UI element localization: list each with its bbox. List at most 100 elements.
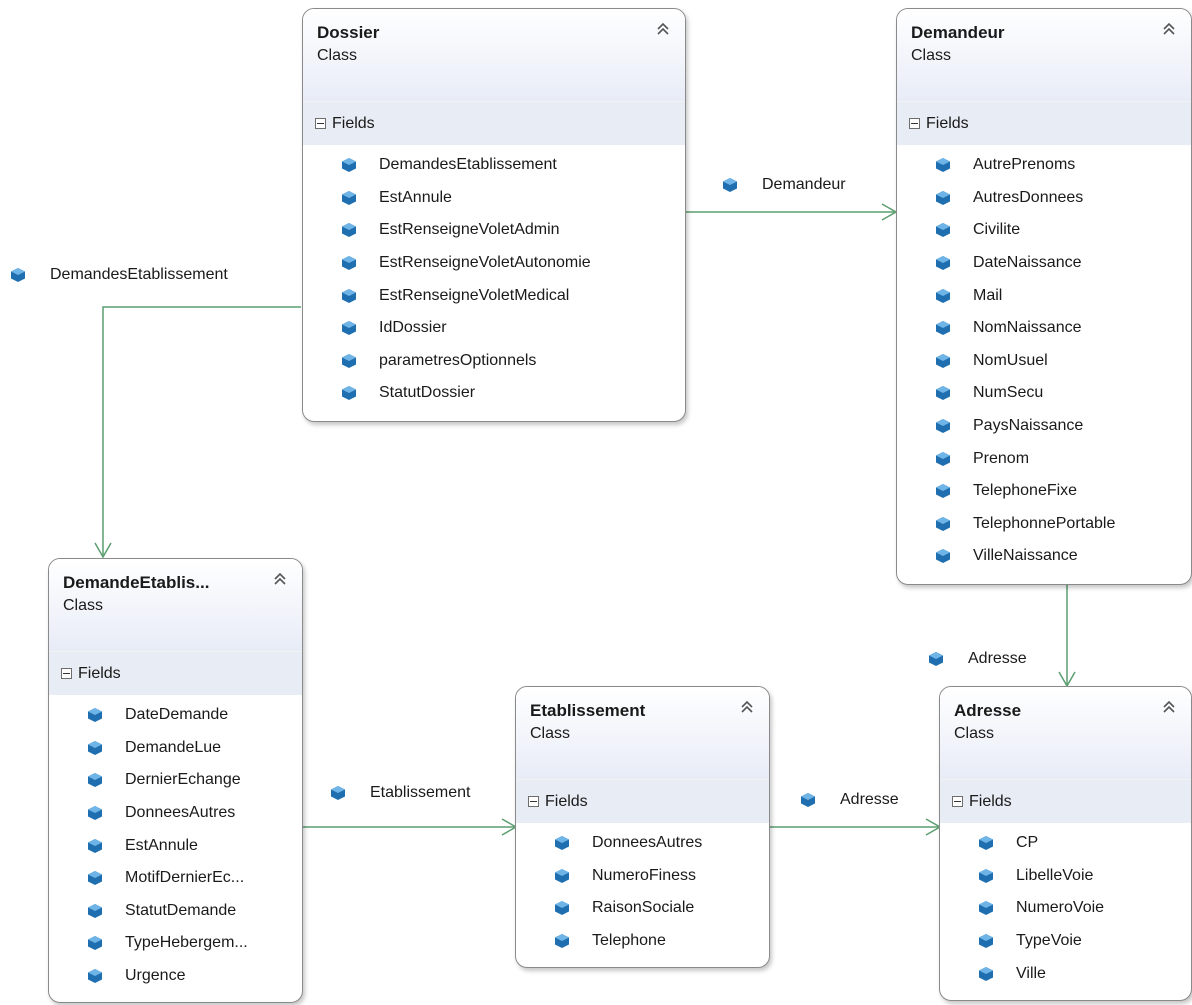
field-row[interactable]: EstRenseigneVoletMedical <box>341 279 685 312</box>
field-row[interactable]: TelephonnePortable <box>935 508 1191 541</box>
field-row[interactable]: AutresDonnees <box>935 182 1191 215</box>
field-icon <box>936 223 950 238</box>
field-row[interactable]: Urgence <box>87 960 302 993</box>
field-row[interactable]: Prenom <box>935 442 1191 475</box>
field-icon <box>936 386 950 401</box>
field-row[interactable]: MotifDernierEc... <box>87 862 302 895</box>
field-row[interactable]: StatutDossier <box>341 377 685 410</box>
class-kind: Class <box>954 725 995 742</box>
field-row[interactable]: TypeHebergem... <box>87 927 302 960</box>
field-name: parametresOptionnels <box>379 351 537 369</box>
field-name: PaysNaissance <box>973 417 1084 435</box>
field-row[interactable]: CP <box>978 827 1191 860</box>
field-row[interactable]: Mail <box>935 279 1191 312</box>
field-row[interactable]: Telephone <box>554 925 769 958</box>
field-row[interactable]: EstAnnule <box>87 829 302 862</box>
field-name: Prenom <box>973 449 1030 467</box>
section-label: Fields <box>78 664 121 682</box>
property-icon <box>723 178 737 192</box>
collapse-chevron-icon[interactable] <box>739 699 755 715</box>
field-icon <box>88 740 102 755</box>
fields-section-header[interactable]: Fields <box>897 101 1191 145</box>
association-label-etablissement: Etablissement <box>330 784 471 802</box>
association-label-demandes-etablissement: DemandesEtablissement <box>10 266 228 284</box>
fields-section-header[interactable]: Fields <box>49 651 302 695</box>
field-name: LibelleVoie <box>1016 866 1094 884</box>
field-row[interactable]: PaysNaissance <box>935 410 1191 443</box>
field-icon <box>936 158 950 173</box>
collapse-section-icon[interactable] <box>909 118 920 129</box>
section-label: Fields <box>545 792 588 810</box>
class-kind: Class <box>530 725 571 742</box>
field-row[interactable]: NumSecu <box>935 377 1191 410</box>
collapse-chevron-icon[interactable] <box>655 21 671 37</box>
fields-section-header[interactable]: Fields <box>516 779 769 823</box>
field-row[interactable]: VilleNaissance <box>935 540 1191 573</box>
class-demande-etablissement[interactable]: DemandeEtablis... Class Fields DateDeman… <box>48 558 303 1003</box>
field-icon <box>979 901 993 916</box>
field-name: NomUsuel <box>973 351 1048 369</box>
field-row[interactable]: RaisonSociale <box>554 892 769 925</box>
field-row[interactable]: NomNaissance <box>935 312 1191 345</box>
field-row[interactable]: LibelleVoie <box>978 860 1191 893</box>
field-row[interactable]: TelephoneFixe <box>935 475 1191 508</box>
fields-section-header[interactable]: Fields <box>940 779 1191 823</box>
field-name: DernierEchange <box>125 771 241 789</box>
fields-section-header[interactable]: Fields <box>303 101 685 145</box>
collapse-chevron-icon[interactable] <box>1161 21 1177 37</box>
field-name: EstAnnule <box>125 836 198 854</box>
field-name: DateDemande <box>125 706 229 724</box>
class-etablissement[interactable]: Etablissement Class Fields DonneesAutres… <box>515 686 770 968</box>
field-icon <box>555 868 569 883</box>
field-icon <box>936 549 950 564</box>
field-icon <box>555 934 569 949</box>
field-row[interactable]: DonneesAutres <box>87 797 302 830</box>
property-icon <box>929 652 943 666</box>
field-row[interactable]: EstRenseigneVoletAdmin <box>341 214 685 247</box>
field-name: Urgence <box>125 967 186 985</box>
collapse-section-icon[interactable] <box>61 668 72 679</box>
association-label-demandeur: Demandeur <box>722 176 846 194</box>
field-icon <box>88 806 102 821</box>
field-name: DonneesAutres <box>592 834 703 852</box>
field-row[interactable]: DateDemande <box>87 699 302 732</box>
field-row[interactable]: Civilite <box>935 214 1191 247</box>
class-dossier[interactable]: Dossier Class Fields DemandesEtablisseme… <box>302 8 686 422</box>
field-row[interactable]: DernierEchange <box>87 764 302 797</box>
field-row[interactable]: AutrePrenoms <box>935 149 1191 182</box>
collapse-section-icon[interactable] <box>315 118 326 129</box>
collapse-section-icon[interactable] <box>528 796 539 807</box>
field-icon <box>936 256 950 271</box>
field-row[interactable]: DemandesEtablissement <box>341 149 685 182</box>
class-kind: Class <box>911 47 952 64</box>
field-name: EstRenseigneVoletAdmin <box>379 221 560 239</box>
field-row[interactable]: EstRenseigneVoletAutonomie <box>341 247 685 280</box>
field-row[interactable]: StatutDemande <box>87 895 302 928</box>
arrowhead-demande-etablissement <box>94 542 112 559</box>
class-header: Demandeur Class <box>897 9 1191 101</box>
collapse-section-icon[interactable] <box>952 796 963 807</box>
field-icon <box>936 353 950 368</box>
field-row[interactable]: NomUsuel <box>935 345 1191 378</box>
field-row[interactable]: NumeroVoie <box>978 892 1191 925</box>
field-icon <box>342 256 356 271</box>
collapse-chevron-icon[interactable] <box>272 571 288 587</box>
field-row[interactable]: EstAnnule <box>341 182 685 215</box>
field-name: EstRenseigneVoletAutonomie <box>379 254 591 272</box>
field-icon <box>936 321 950 336</box>
field-row[interactable]: NumeroFiness <box>554 860 769 893</box>
field-row[interactable]: parametresOptionnels <box>341 345 685 378</box>
field-row[interactable]: DateNaissance <box>935 247 1191 280</box>
field-icon <box>342 190 356 205</box>
field-name: Civilite <box>973 221 1021 239</box>
field-icon <box>342 158 356 173</box>
field-row[interactable]: Ville <box>978 957 1191 990</box>
collapse-chevron-icon[interactable] <box>1161 699 1177 715</box>
class-name: DemandeEtablis... <box>63 573 210 592</box>
field-row[interactable]: DemandeLue <box>87 732 302 765</box>
field-row[interactable]: DonneesAutres <box>554 827 769 860</box>
field-row[interactable]: TypeVoie <box>978 925 1191 958</box>
field-row[interactable]: IdDossier <box>341 312 685 345</box>
